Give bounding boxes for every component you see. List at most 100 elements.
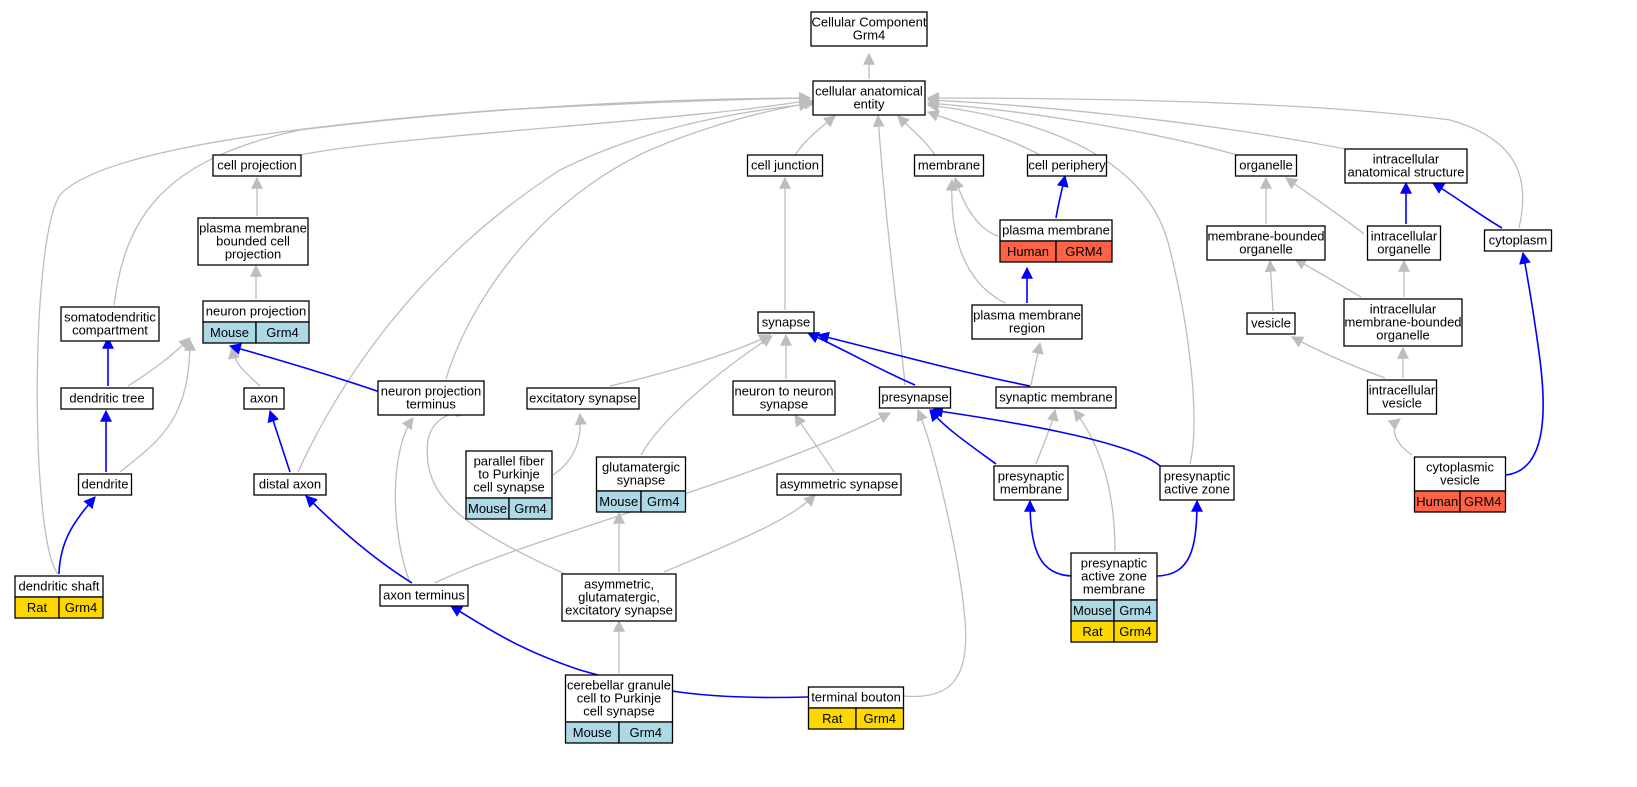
node-box	[810, 11, 928, 47]
go-term-node-agesyn: asymmetric,glutamatergic,excitatory syna…	[561, 573, 677, 622]
species-label: Rat	[822, 711, 843, 726]
node-label: vesicle	[1440, 473, 1480, 488]
go-term-node-synapse: synapse	[757, 311, 815, 334]
node-label: organelle	[1239, 158, 1293, 173]
node-label: plasma membrane	[199, 221, 307, 236]
part-of-edge-54	[930, 405, 1161, 467]
is-a-edge-24	[1290, 336, 1386, 379]
node-box	[197, 217, 309, 266]
is-a-edge-40	[794, 414, 835, 473]
node-label: presynaptic	[1081, 556, 1148, 571]
is-a-edge-1	[299, 96, 812, 156]
node-box	[1483, 229, 1553, 252]
node-box	[732, 380, 836, 416]
node-box	[465, 450, 553, 499]
node-label: glutamatergic	[602, 460, 681, 475]
is-a-edge-12	[872, 114, 906, 386]
node-label: projection	[225, 247, 281, 262]
go-term-node-dendrite: dendrite	[77, 473, 133, 496]
go-term-node-cellproj: cell projection	[212, 154, 302, 177]
node-label: bounded cell	[216, 234, 290, 249]
node-box	[1070, 552, 1158, 601]
is-a-edge-2	[794, 115, 836, 156]
go-term-node-synmem: synaptic membrane	[995, 386, 1117, 409]
species-label: Rat	[1082, 624, 1103, 639]
node-label: membrane-bounded	[1207, 229, 1324, 244]
is-a-edge-41	[1035, 408, 1059, 465]
is-a-edge-27	[127, 337, 191, 387]
node-box	[526, 387, 640, 410]
part-of-edge-56	[1156, 499, 1203, 577]
species-label: Mouse	[1073, 603, 1112, 618]
node-label: synapse	[762, 315, 810, 330]
node-label: presynaptic	[1164, 469, 1231, 484]
node-box	[1343, 298, 1463, 347]
gene-label: GRM4	[1065, 244, 1103, 259]
node-label: cell junction	[751, 158, 819, 173]
node-label: glutamatergic,	[578, 590, 660, 605]
is-a-edge-9	[36, 92, 812, 575]
species-label: Mouse	[210, 325, 249, 340]
node-label: excitatory synapse	[529, 391, 637, 406]
is-a-edge-26	[1387, 418, 1413, 456]
node-label: intracellular	[1371, 229, 1438, 244]
node-box	[995, 386, 1117, 409]
is-a-edge-34	[552, 412, 587, 476]
node-label: cytoplasmic	[1426, 460, 1494, 475]
node-label: cellular anatomical	[815, 84, 923, 99]
node-label: membrane	[1083, 582, 1145, 597]
node-box	[1159, 465, 1235, 501]
is-a-edge-30	[1030, 341, 1044, 386]
is-a-edge-21	[1293, 258, 1362, 298]
species-label: Mouse	[573, 725, 612, 740]
node-box	[377, 380, 485, 416]
gene-cell	[855, 707, 905, 730]
species-label: Human	[1007, 244, 1049, 259]
node-label: cell periphery	[1028, 158, 1106, 173]
node-label: axon terminus	[383, 588, 465, 603]
node-box	[971, 304, 1083, 340]
is-a-edge-11	[445, 97, 817, 380]
part-of-edge-58	[1055, 174, 1069, 219]
node-label: active zone	[1164, 482, 1230, 497]
part-of-edge-61	[1505, 251, 1544, 476]
part-of-edge-50	[228, 343, 381, 393]
node-label: neuron projection	[206, 304, 306, 319]
gene-label: Grm4	[864, 711, 897, 726]
node-box	[1206, 225, 1326, 261]
is-a-edge-35	[426, 405, 566, 575]
part-of-edge-60	[1431, 182, 1503, 229]
node-box	[757, 311, 815, 334]
go-term-node-excsyn: excitatory synapse	[526, 387, 640, 410]
go-term-node-organelle: organelle	[1234, 154, 1298, 177]
node-box	[913, 154, 985, 177]
node-box	[878, 386, 952, 409]
gene-label: Grm4	[1119, 603, 1152, 618]
go-term-node-axterm: axon terminus	[379, 584, 469, 607]
is-a-edge-7	[926, 92, 1524, 229]
node-label: active zone	[1081, 569, 1147, 584]
node-box	[1366, 379, 1438, 415]
node-label: intracellular	[1369, 383, 1436, 398]
node-label: asymmetric,	[584, 577, 654, 592]
species-label: Mouse	[599, 494, 638, 509]
node-label: asymmetric synapse	[780, 477, 898, 492]
node-label: cell synapse	[583, 704, 655, 719]
gene-cell	[508, 497, 553, 520]
gene-cell	[618, 721, 674, 744]
node-label: organelle	[1377, 242, 1431, 257]
